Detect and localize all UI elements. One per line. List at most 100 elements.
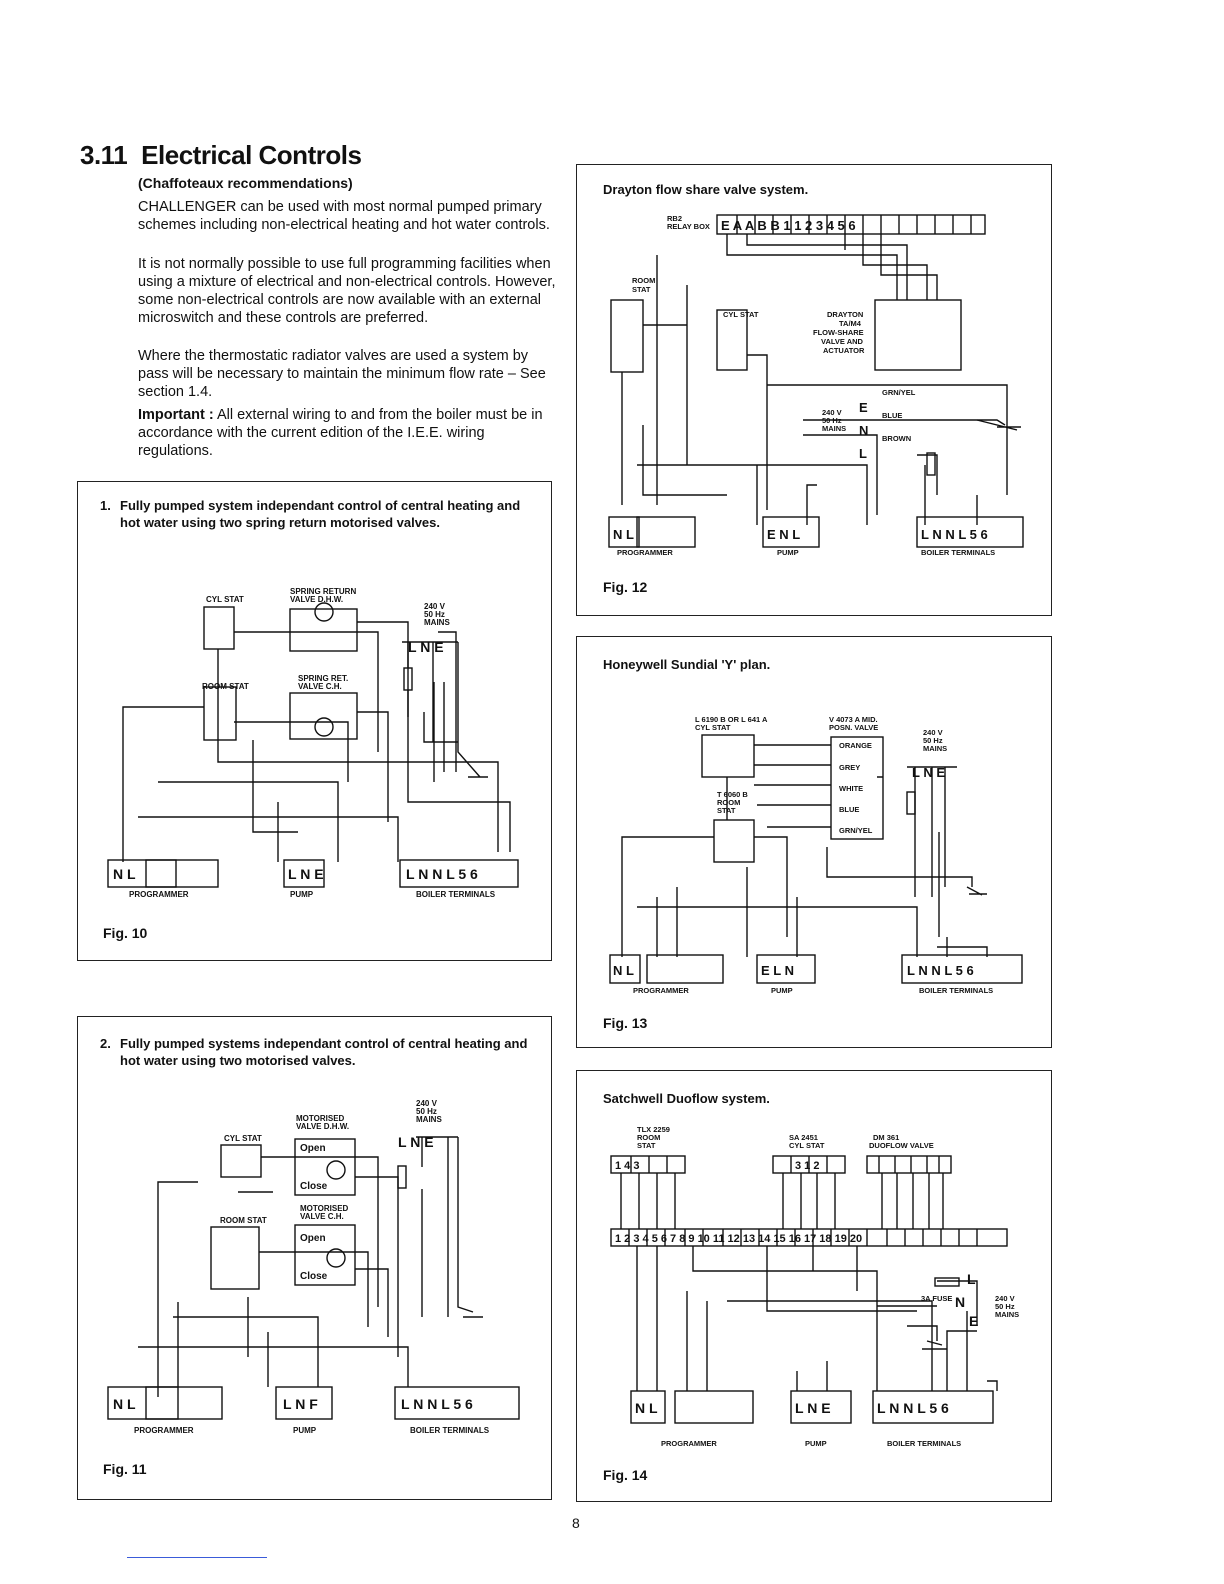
svg-text:L: L [967,1271,976,1287]
cyl-stat-label-4: CYL STAT [695,723,731,732]
figure-12-diagram: RB2 RELAY BOX ROOM STAT CYL STAT DRAYTON… [608,214,1024,557]
svg-text:E L N: E L N [761,963,794,978]
figure-10-title: 1.Fully pumped system independant contro… [100,498,521,530]
svg-text:N L: N L [613,963,634,978]
svg-text:L N F: L N F [283,1396,318,1412]
valve-dhw-label: VALVE D.H.W. [290,595,343,604]
cyl-stat-label-2: CYL STAT [224,1134,262,1143]
mains-hz-2: 50 Hz [416,1107,437,1116]
grnyel-label-3: GRN/YEL [882,388,916,397]
valve-ch-label: VALVE C.H. [298,682,342,691]
svg-text:L N E: L N E [795,1400,831,1416]
figure-11: 2.Fully pumped systems independant contr… [77,1016,552,1500]
svg-text:Open: Open [300,1143,326,1154]
rb2-label: RB2 [667,214,682,223]
figure-14: Satchwell Duoflow system. TLX 2259 ROOM … [576,1070,1052,1502]
svg-text:L N N L 5 6: L N N L 5 6 [406,866,478,882]
t6060-label: T 6060 B [717,790,748,799]
svg-text:L N N L 5 6: L N N L 5 6 [921,527,988,542]
svg-text:1 4 3: 1 4 3 [615,1160,639,1172]
svg-text:L N N L 5 6: L N N L 5 6 [907,963,974,978]
pump-label-2: PUMP [293,1426,317,1435]
cyl-stat-label: CYL STAT [206,595,244,604]
figure-10: 1.Fully pumped system independant contro… [77,481,552,961]
figure-13-diagram: L 6190 B OR L 641 A CYL STAT V 4073 A MI… [609,715,1023,995]
spring-return-label: SPRING RETURN [290,587,356,596]
orange-label: ORANGE [839,741,872,750]
svg-text:1 2 3 4 5 6 7 8 9 10 11 12 13: 1 2 3 4 5 6 7 8 9 10 11 12 13 14 15 16 1… [615,1233,862,1245]
stat-label-5: STAT [637,1141,656,1150]
figure-12-label: Fig. 12 [603,579,648,595]
svg-text:3 1 2: 3 1 2 [795,1160,819,1172]
blue-label-3: BLUE [882,411,902,420]
white-label: WHITE [839,784,863,793]
programmer-label-2: PROGRAMMER [134,1426,194,1435]
paragraph-1: CHALLENGER can be used with most normal … [138,199,550,233]
svg-text:L N N L 5 6: L N N L 5 6 [877,1400,949,1416]
svg-text:E N L: E N L [767,527,800,542]
figure-14-title: Satchwell Duoflow system. [603,1091,770,1106]
room-label: ROOM [632,276,655,285]
cyl-stat-label-3: CYL STAT [723,310,759,319]
svg-text:E: E [969,1313,978,1329]
figure-10-label: Fig. 10 [103,925,148,941]
posn-valve-label: POSN. VALVE [829,723,878,732]
l6190-label: L 6190 B OR L 641 A [695,715,768,724]
cyl-stat-label-5: CYL STAT [789,1141,825,1150]
valve-ch-label-2: VALVE C.H. [300,1212,344,1221]
room-label-5: ROOM [637,1133,660,1142]
motorised-dhw-label: MOTORISED [296,1114,345,1123]
mains-hz-5: 50 Hz [995,1302,1015,1311]
figure-13-title: Honeywell Sundial 'Y' plan. [603,657,771,672]
figure-11-label: Fig. 11 [103,1461,147,1477]
svg-text:L N E: L N E [398,1134,434,1150]
ta-m4-label: TA/M4 [839,319,862,328]
figure-10-diagram: CYL STAT SPRING RETURN VALVE D.H.W. ROOM… [107,587,519,899]
mains-voltage-2: 240 V [416,1099,438,1108]
important-label: Important : [138,407,214,423]
pump-label: PUMP [290,890,314,899]
svg-text:N L: N L [613,527,634,542]
svg-text:L N E: L N E [408,639,444,655]
dm-label: DM 361 [873,1133,899,1142]
svg-text:L N E: L N E [288,866,324,882]
mains-hz-3: 50 Hz [822,416,842,425]
svg-text:Close: Close [300,1181,328,1192]
figure-14-diagram: TLX 2259 ROOM STAT SA 2451 CYL STAT DM 3… [610,1125,1019,1448]
stat-label: STAT [632,285,651,294]
boiler-terminals-label: BOILER TERMINALS [416,890,496,899]
v4073-label: V 4073 A MID. [829,715,878,724]
important-text: All external wiring to and from the boil… [138,407,543,459]
mains-hz-4: 50 Hz [923,736,943,745]
figure-11-title: 2.Fully pumped systems independant contr… [100,1036,528,1068]
mains-word-4: MAINS [923,744,947,753]
boiler-terminals-label-4: BOILER TERMINALS [919,986,993,995]
svg-text:N L: N L [113,1396,136,1412]
section-subtitle: (Chaffoteaux recommendations) [138,175,353,191]
drayton-label: DRAYTON [827,310,863,319]
room-stat-label: ROOM STAT [202,682,249,691]
svg-text:L N N L 5 6: L N N L 5 6 [401,1396,473,1412]
boiler-terminals-label-5: BOILER TERMINALS [887,1439,961,1448]
valve-and-label: VALVE AND [821,337,864,346]
mains-voltage-4: 240 V [923,728,943,737]
fuse-3a-label: 3A FUSE [921,1294,952,1303]
mains-hz: 50 Hz [424,610,445,619]
duoflow-label: DUOFLOW VALVE [869,1141,934,1150]
figure-12: Drayton flow share valve system. RB2 REL… [576,164,1052,616]
programmer-label-3: PROGRAMMER [617,548,673,557]
spring-ret-label: SPRING RET. [298,674,348,683]
mains-word-2: MAINS [416,1115,442,1124]
brown-label-3: BROWN [882,434,911,443]
svg-text:L N E: L N E [912,765,945,780]
tlx-label: TLX 2259 [637,1125,670,1134]
mains-voltage-5: 240 V [995,1294,1015,1303]
flow-share-label: FLOW-SHARE [813,328,864,337]
svg-text:L: L [859,446,867,461]
stat-label-4: STAT [717,806,736,815]
footer-line [127,1557,267,1558]
mains-word: MAINS [424,618,450,627]
svg-text:N: N [859,423,868,438]
figure-13: Honeywell Sundial 'Y' plan. L 6190 B OR … [576,636,1052,1048]
